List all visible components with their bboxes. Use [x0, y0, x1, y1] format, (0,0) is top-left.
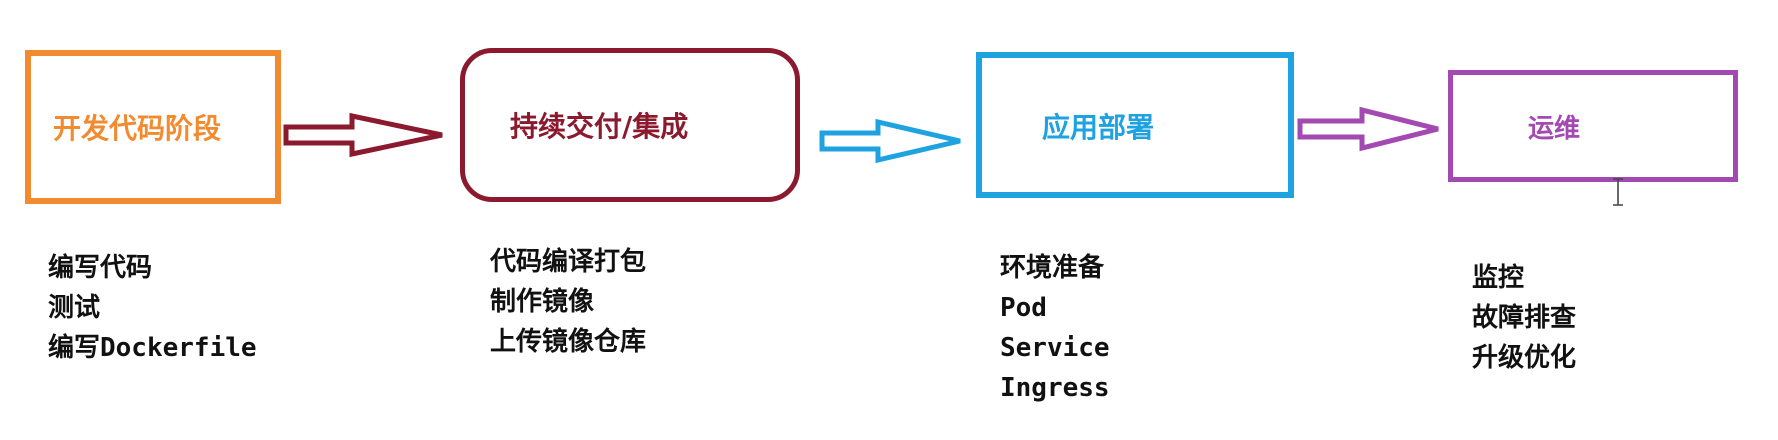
task-item: 代码编译打包 [490, 247, 647, 277]
task-list-ops: 监控 故障排查 升级优化 [1472, 258, 1576, 378]
task-item: 测试 [48, 293, 101, 323]
stage-title-ops: 运维 [1528, 113, 1581, 144]
stage-box-deploy: 应用部署 [976, 52, 1294, 198]
arrow-shape-2 [819, 118, 961, 164]
task-item: 升级优化 [1472, 343, 1577, 373]
arrow-shape-1 [283, 112, 443, 158]
flow-arrow-3 [1297, 106, 1439, 152]
task-item: 编写Dockerfile [48, 333, 257, 363]
stage-title-deploy: 应用部署 [1042, 111, 1155, 144]
stage-box-ops: 运维 [1448, 70, 1738, 182]
task-item: Service [1000, 333, 1110, 363]
task-item: 监控 [1472, 263, 1525, 293]
task-list-develop: 编写代码 测试 编写Dockerfile [48, 248, 257, 368]
arrow-shape-3 [1297, 106, 1439, 152]
task-item: Ingress [1000, 373, 1110, 403]
task-item: 编写代码 [48, 253, 153, 283]
flow-arrow-1 [283, 112, 443, 158]
text-cursor-icon [1613, 178, 1623, 206]
task-item: 环境准备 [1000, 253, 1105, 283]
task-list-deploy: 环境准备 Pod Service Ingress [1000, 248, 1110, 408]
task-item: 上传镜像仓库 [490, 327, 647, 357]
task-item: 故障排查 [1472, 303, 1577, 333]
stage-box-develop: 开发代码阶段 [25, 50, 281, 204]
stage-title-ci-cd: 持续交付/集成 [510, 110, 689, 143]
flow-arrow-2 [819, 118, 961, 164]
stage-box-ci-cd: 持续交付/集成 [460, 48, 800, 202]
task-item: 制作镜像 [490, 287, 595, 317]
stage-title-develop: 开发代码阶段 [53, 112, 222, 145]
task-item: Pod [1000, 293, 1047, 323]
task-list-ci-cd: 代码编译打包 制作镜像 上传镜像仓库 [490, 242, 646, 362]
